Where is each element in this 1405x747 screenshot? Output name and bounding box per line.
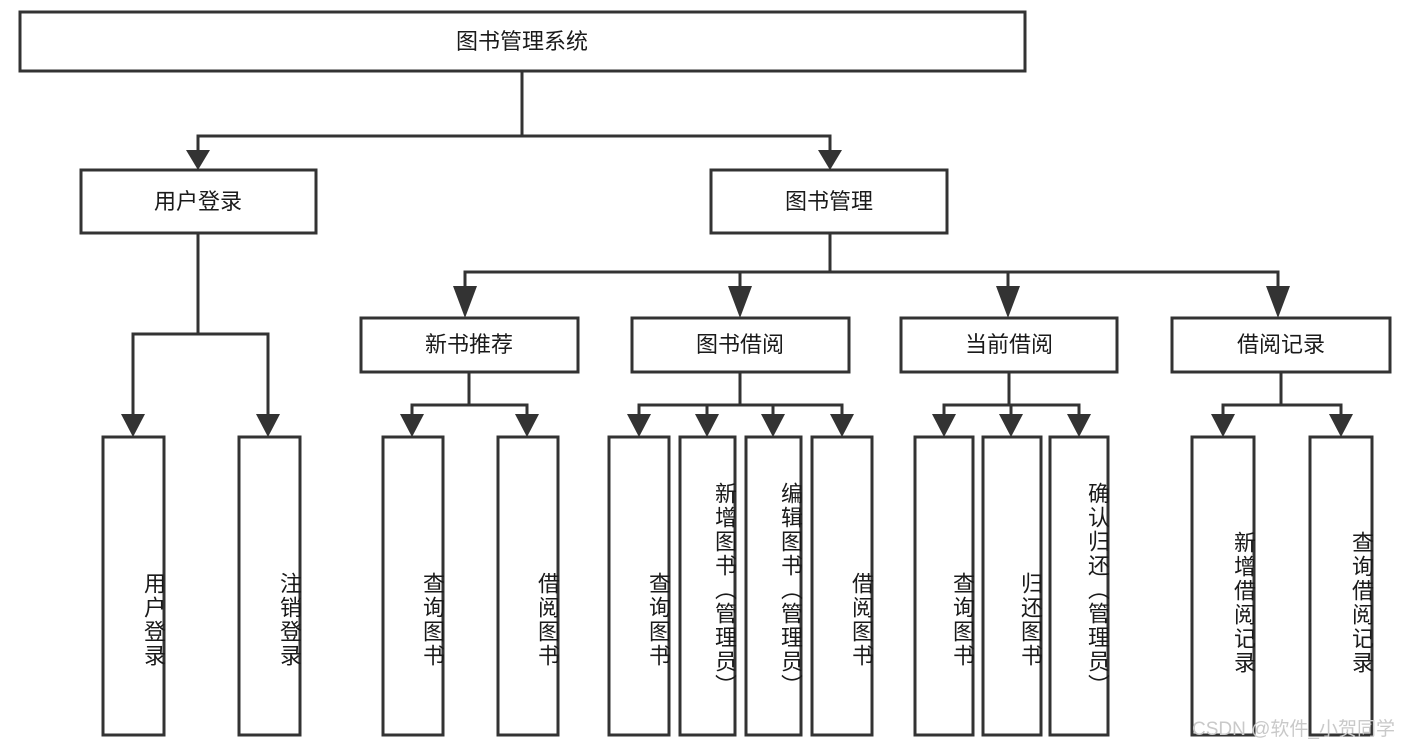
node-current-borrow[interactable]: 当前借阅 bbox=[899, 316, 1119, 374]
arrowhead-leaf-query-book-3 bbox=[932, 414, 956, 437]
node-book-management-box[interactable] bbox=[709, 168, 949, 235]
node-book-borrow-box[interactable] bbox=[630, 316, 851, 374]
leaf-query-book-1-box[interactable] bbox=[381, 435, 445, 737]
leaf-boxes-group bbox=[101, 435, 1374, 737]
arrowhead-new-book-recommend bbox=[453, 286, 477, 318]
leaf-query-book-3-box[interactable] bbox=[913, 435, 975, 737]
node-new-book-recommend[interactable]: 新书推荐 bbox=[359, 316, 580, 374]
node-user-login-box[interactable] bbox=[79, 168, 318, 235]
node-book-management-label: 图书管理 bbox=[785, 189, 873, 214]
arrowhead-leaf-add-book bbox=[695, 414, 719, 437]
arrowhead-book-management bbox=[818, 150, 842, 170]
arrowhead-leaf-confirm-return bbox=[1067, 414, 1091, 437]
node-current-borrow-label: 当前借阅 bbox=[965, 332, 1053, 357]
arrowhead-book-borrow bbox=[728, 286, 752, 318]
node-root-label: 图书管理系统 bbox=[456, 29, 588, 54]
leaf-add-book-box[interactable] bbox=[678, 435, 737, 737]
leaf-user-logout-box[interactable] bbox=[237, 435, 302, 737]
node-borrow-record-label: 借阅记录 bbox=[1237, 332, 1325, 357]
node-user-login-label: 用户登录 bbox=[154, 189, 242, 214]
leaf-borrow-book-2-box[interactable] bbox=[810, 435, 874, 737]
leaf-query-record-box[interactable] bbox=[1308, 435, 1374, 737]
leaf-user-login-box[interactable] bbox=[101, 435, 166, 737]
node-borrow-record[interactable]: 借阅记录 bbox=[1170, 316, 1392, 374]
arrowhead-leaf-query-book-1 bbox=[400, 414, 424, 437]
leaf-return-book-box[interactable] bbox=[981, 435, 1043, 737]
leaf-borrow-book-1-box[interactable] bbox=[496, 435, 560, 737]
node-book-borrow[interactable]: 图书借阅 bbox=[630, 316, 851, 374]
arrowhead-leaf-user-logout bbox=[256, 414, 280, 437]
arrowhead-user-login bbox=[186, 150, 210, 170]
leaf-query-book-2-box[interactable] bbox=[607, 435, 671, 737]
arrowhead-leaf-edit-book bbox=[761, 414, 785, 437]
node-root[interactable]: 图书管理系统 bbox=[18, 10, 1027, 73]
arrowhead-borrow-record bbox=[1266, 286, 1290, 318]
arrowhead-leaf-query-record bbox=[1329, 414, 1353, 437]
arrowhead-current-borrow bbox=[996, 286, 1020, 318]
arrowhead-leaf-add-record bbox=[1211, 414, 1235, 437]
node-new-book-recommend-box[interactable] bbox=[359, 316, 580, 374]
leaf-confirm-return-box[interactable] bbox=[1048, 435, 1110, 737]
node-book-borrow-label: 图书借阅 bbox=[696, 332, 784, 357]
node-new-book-recommend-label: 新书推荐 bbox=[425, 332, 513, 357]
arrowhead-leaf-return-book bbox=[999, 414, 1023, 437]
node-user-login[interactable]: 用户登录 bbox=[79, 168, 318, 235]
connector-group bbox=[121, 69, 1353, 437]
watermark-text: CSDN @软件_小贺同学 bbox=[1192, 719, 1395, 740]
leaf-edit-book-box[interactable] bbox=[744, 435, 803, 737]
node-book-management[interactable]: 图书管理 bbox=[709, 168, 949, 235]
node-current-borrow-box[interactable] bbox=[899, 316, 1119, 374]
node-borrow-record-box[interactable] bbox=[1170, 316, 1392, 374]
arrowhead-leaf-borrow-book-2 bbox=[830, 414, 854, 437]
arrowhead-leaf-user-login bbox=[121, 414, 145, 437]
arrowhead-leaf-query-book-2 bbox=[627, 414, 651, 437]
arrowhead-leaf-borrow-book-1 bbox=[515, 414, 539, 437]
leaf-add-record-box[interactable] bbox=[1190, 435, 1256, 737]
node-root-box[interactable] bbox=[18, 10, 1027, 73]
